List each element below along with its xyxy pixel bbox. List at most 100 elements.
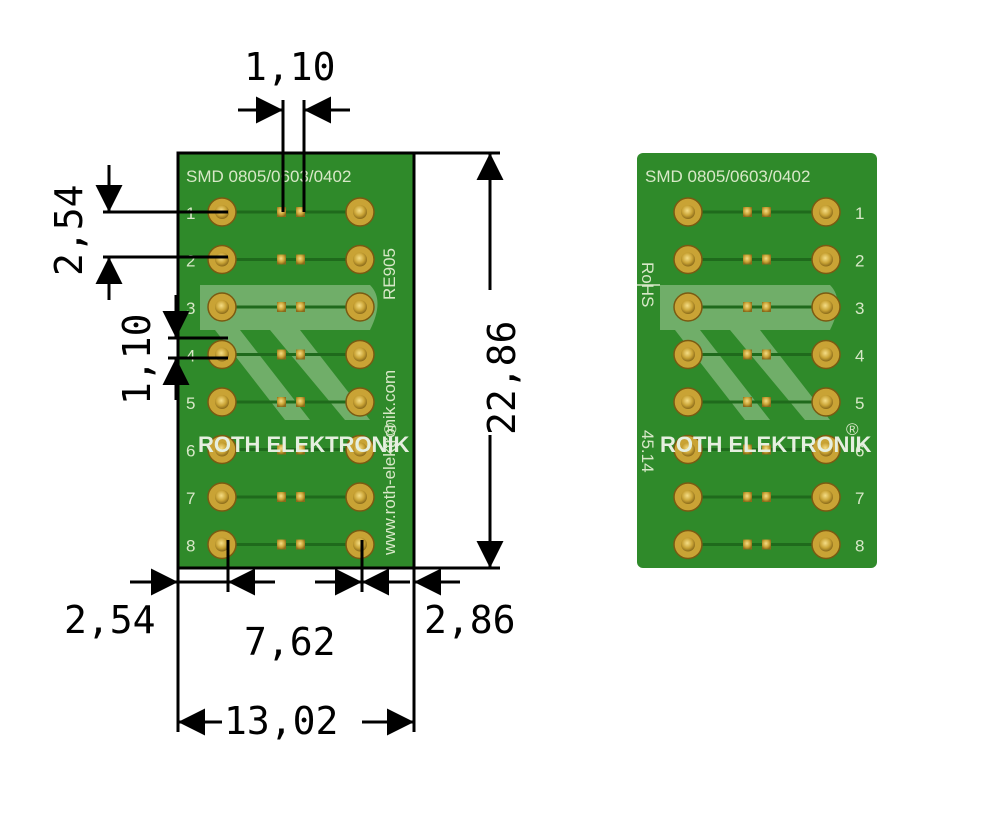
right-smd-pad <box>762 539 771 550</box>
left-thru-hole <box>215 442 229 457</box>
left-pin-number: 7 <box>186 489 195 508</box>
right-pin-number: 3 <box>855 299 864 318</box>
right-smd-pad <box>743 444 752 455</box>
left-thru-hole <box>353 300 367 314</box>
right-thru-hole <box>819 490 833 504</box>
left-smd-pad <box>296 539 305 550</box>
left-side-text-bottom: www.roth-elektronik.com <box>380 370 399 556</box>
left-pin-number: 2 <box>186 252 195 271</box>
left-smd-pad <box>277 444 286 455</box>
right-thru-hole <box>681 442 695 457</box>
left-smd-pad <box>296 349 305 360</box>
left-pin-number: 5 <box>186 394 195 413</box>
left-thru-hole <box>215 395 229 409</box>
right-brand-text: ROTH ELEKTRONIK <box>660 432 872 457</box>
right-smd-pad <box>762 254 771 265</box>
left-thru-hole <box>215 252 229 267</box>
dimension-labels: 1,10 2,54 1,10 22,86 2,54 7,62 2,86 13,0… <box>47 45 524 743</box>
left-thru-hole <box>353 442 367 457</box>
right-pin-number: 4 <box>855 347 864 366</box>
dim-pad-height-label: 1,10 <box>115 313 159 405</box>
dim-pad-gap-label: 1,10 <box>244 45 336 89</box>
right-smd-pad <box>743 254 752 265</box>
right-thru-hole <box>819 252 833 267</box>
left-thru-hole <box>353 205 367 219</box>
left-smd-pad <box>277 397 286 407</box>
right-thru-hole <box>681 537 695 552</box>
right-date-text: 45.14 <box>638 430 657 473</box>
left-thru-hole <box>353 395 367 409</box>
left-thru-hole <box>353 347 367 362</box>
dim-right-margin-label: 2,86 <box>424 598 516 642</box>
dim-row-spacing-label: 7,62 <box>244 620 336 664</box>
right-thru-hole <box>819 347 833 362</box>
right-pin-number: 1 <box>855 204 864 223</box>
right-smd-pad <box>762 207 771 217</box>
right-pin-number: 7 <box>855 489 864 508</box>
left-header-text: SMD 0805/0603/0402 <box>186 167 351 186</box>
right-smd-pad <box>762 349 771 360</box>
left-smd-pad <box>296 254 305 265</box>
right-smd-pad <box>743 349 752 360</box>
right-thru-hole <box>819 537 833 552</box>
left-thru-hole <box>353 537 367 552</box>
left-smd-pad <box>277 254 286 265</box>
right-thru-hole <box>681 252 695 267</box>
left-pcb-board: SMD 0805/0603/0402 RE905 www.roth-elektr… <box>176 151 416 570</box>
left-smd-pad <box>296 207 305 217</box>
right-smd-pad <box>743 302 752 312</box>
left-smd-pad <box>296 444 305 455</box>
right-pin-number: 8 <box>855 537 864 556</box>
right-thru-hole <box>819 300 833 314</box>
right-smd-pad <box>762 302 771 312</box>
right-smd-pad <box>743 397 752 407</box>
left-thru-hole <box>353 490 367 504</box>
right-thru-hole <box>681 300 695 314</box>
right-smd-pad <box>743 492 752 502</box>
right-thru-hole <box>819 442 833 457</box>
left-pin-number: 6 <box>186 442 195 461</box>
dim-left-margin-label: 2,54 <box>64 598 156 642</box>
left-pin-number: 8 <box>186 537 195 556</box>
right-pad-group: 1 2 3 4 5 6 7 8 <box>673 197 864 560</box>
left-thru-hole <box>353 252 367 267</box>
left-registered-mark: ® <box>384 420 397 439</box>
right-thru-hole <box>681 395 695 409</box>
left-logo-watermark <box>200 285 378 420</box>
right-smd-pad <box>743 207 752 217</box>
left-smd-pad <box>277 302 286 312</box>
left-thru-hole <box>215 537 229 552</box>
left-side-text-top: RE905 <box>380 248 399 300</box>
right-smd-pad <box>743 539 752 550</box>
dim-board-height-label: 22,86 <box>480 321 524 435</box>
right-pin-number: 2 <box>855 252 864 271</box>
right-header-text: SMD 0805/0603/0402 <box>645 167 810 186</box>
dim-board-width-label: 13,02 <box>224 699 338 743</box>
right-smd-pad <box>762 397 771 407</box>
dim-pitch-label: 2,54 <box>47 184 91 276</box>
left-pin-number: 3 <box>186 299 195 318</box>
left-thru-hole <box>215 300 229 314</box>
right-thru-hole <box>819 205 833 219</box>
right-pin-number: 5 <box>855 394 864 413</box>
right-thru-hole <box>681 490 695 504</box>
left-pin-number: 4 <box>186 347 195 366</box>
right-pin-number: 6 <box>855 442 864 461</box>
left-smd-pad <box>277 349 286 360</box>
right-smd-pad <box>762 444 771 455</box>
left-brand-text: ROTH ELEKTRONIK <box>198 432 410 457</box>
right-smd-pad <box>762 492 771 502</box>
right-thru-hole <box>681 347 695 362</box>
left-smd-pad <box>296 492 305 502</box>
left-smd-pad <box>277 539 286 550</box>
dimension-lines <box>95 96 504 736</box>
right-thru-hole <box>819 395 833 409</box>
right-thru-hole <box>681 205 695 219</box>
right-registered-mark: ® <box>846 420 859 439</box>
left-thru-hole <box>215 490 229 504</box>
left-smd-pad <box>296 302 305 312</box>
left-smd-pad <box>296 397 305 407</box>
